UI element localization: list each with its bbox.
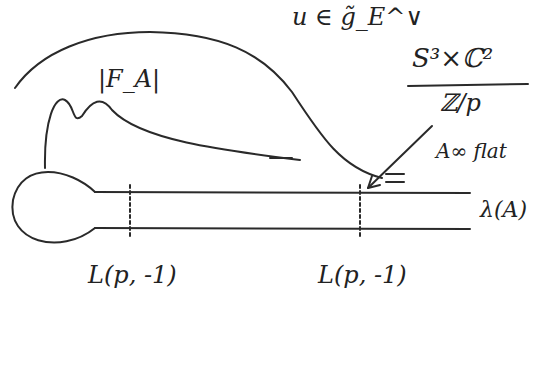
fraction-bar [408, 84, 528, 86]
dash [270, 157, 292, 159]
manifold-core [12, 172, 95, 243]
tube-bottom [95, 228, 470, 229]
curvature-curve [45, 99, 300, 168]
arrow-head [368, 176, 380, 188]
bundle-label: u ∈ g̃_E^∨ [292, 4, 423, 30]
lens-space-label: L(p, -1) [318, 262, 407, 288]
dash [386, 173, 404, 175]
cross-section [129, 185, 131, 236]
eigenvalue-label: λ(A) [480, 198, 527, 222]
quotient-denominator: ℤ/p [440, 90, 481, 116]
pointer-arrow [368, 126, 432, 188]
cross-section [359, 185, 361, 236]
quotient-numerator: S³×ℂ² [412, 44, 493, 73]
upper-curve [15, 32, 382, 178]
lens-space-label: L(p, -1) [88, 262, 177, 288]
dash [386, 181, 404, 183]
connection-note: A∞ flat [436, 140, 507, 162]
curvature-label: |F_A| [98, 66, 160, 92]
tube-top [95, 192, 470, 193]
